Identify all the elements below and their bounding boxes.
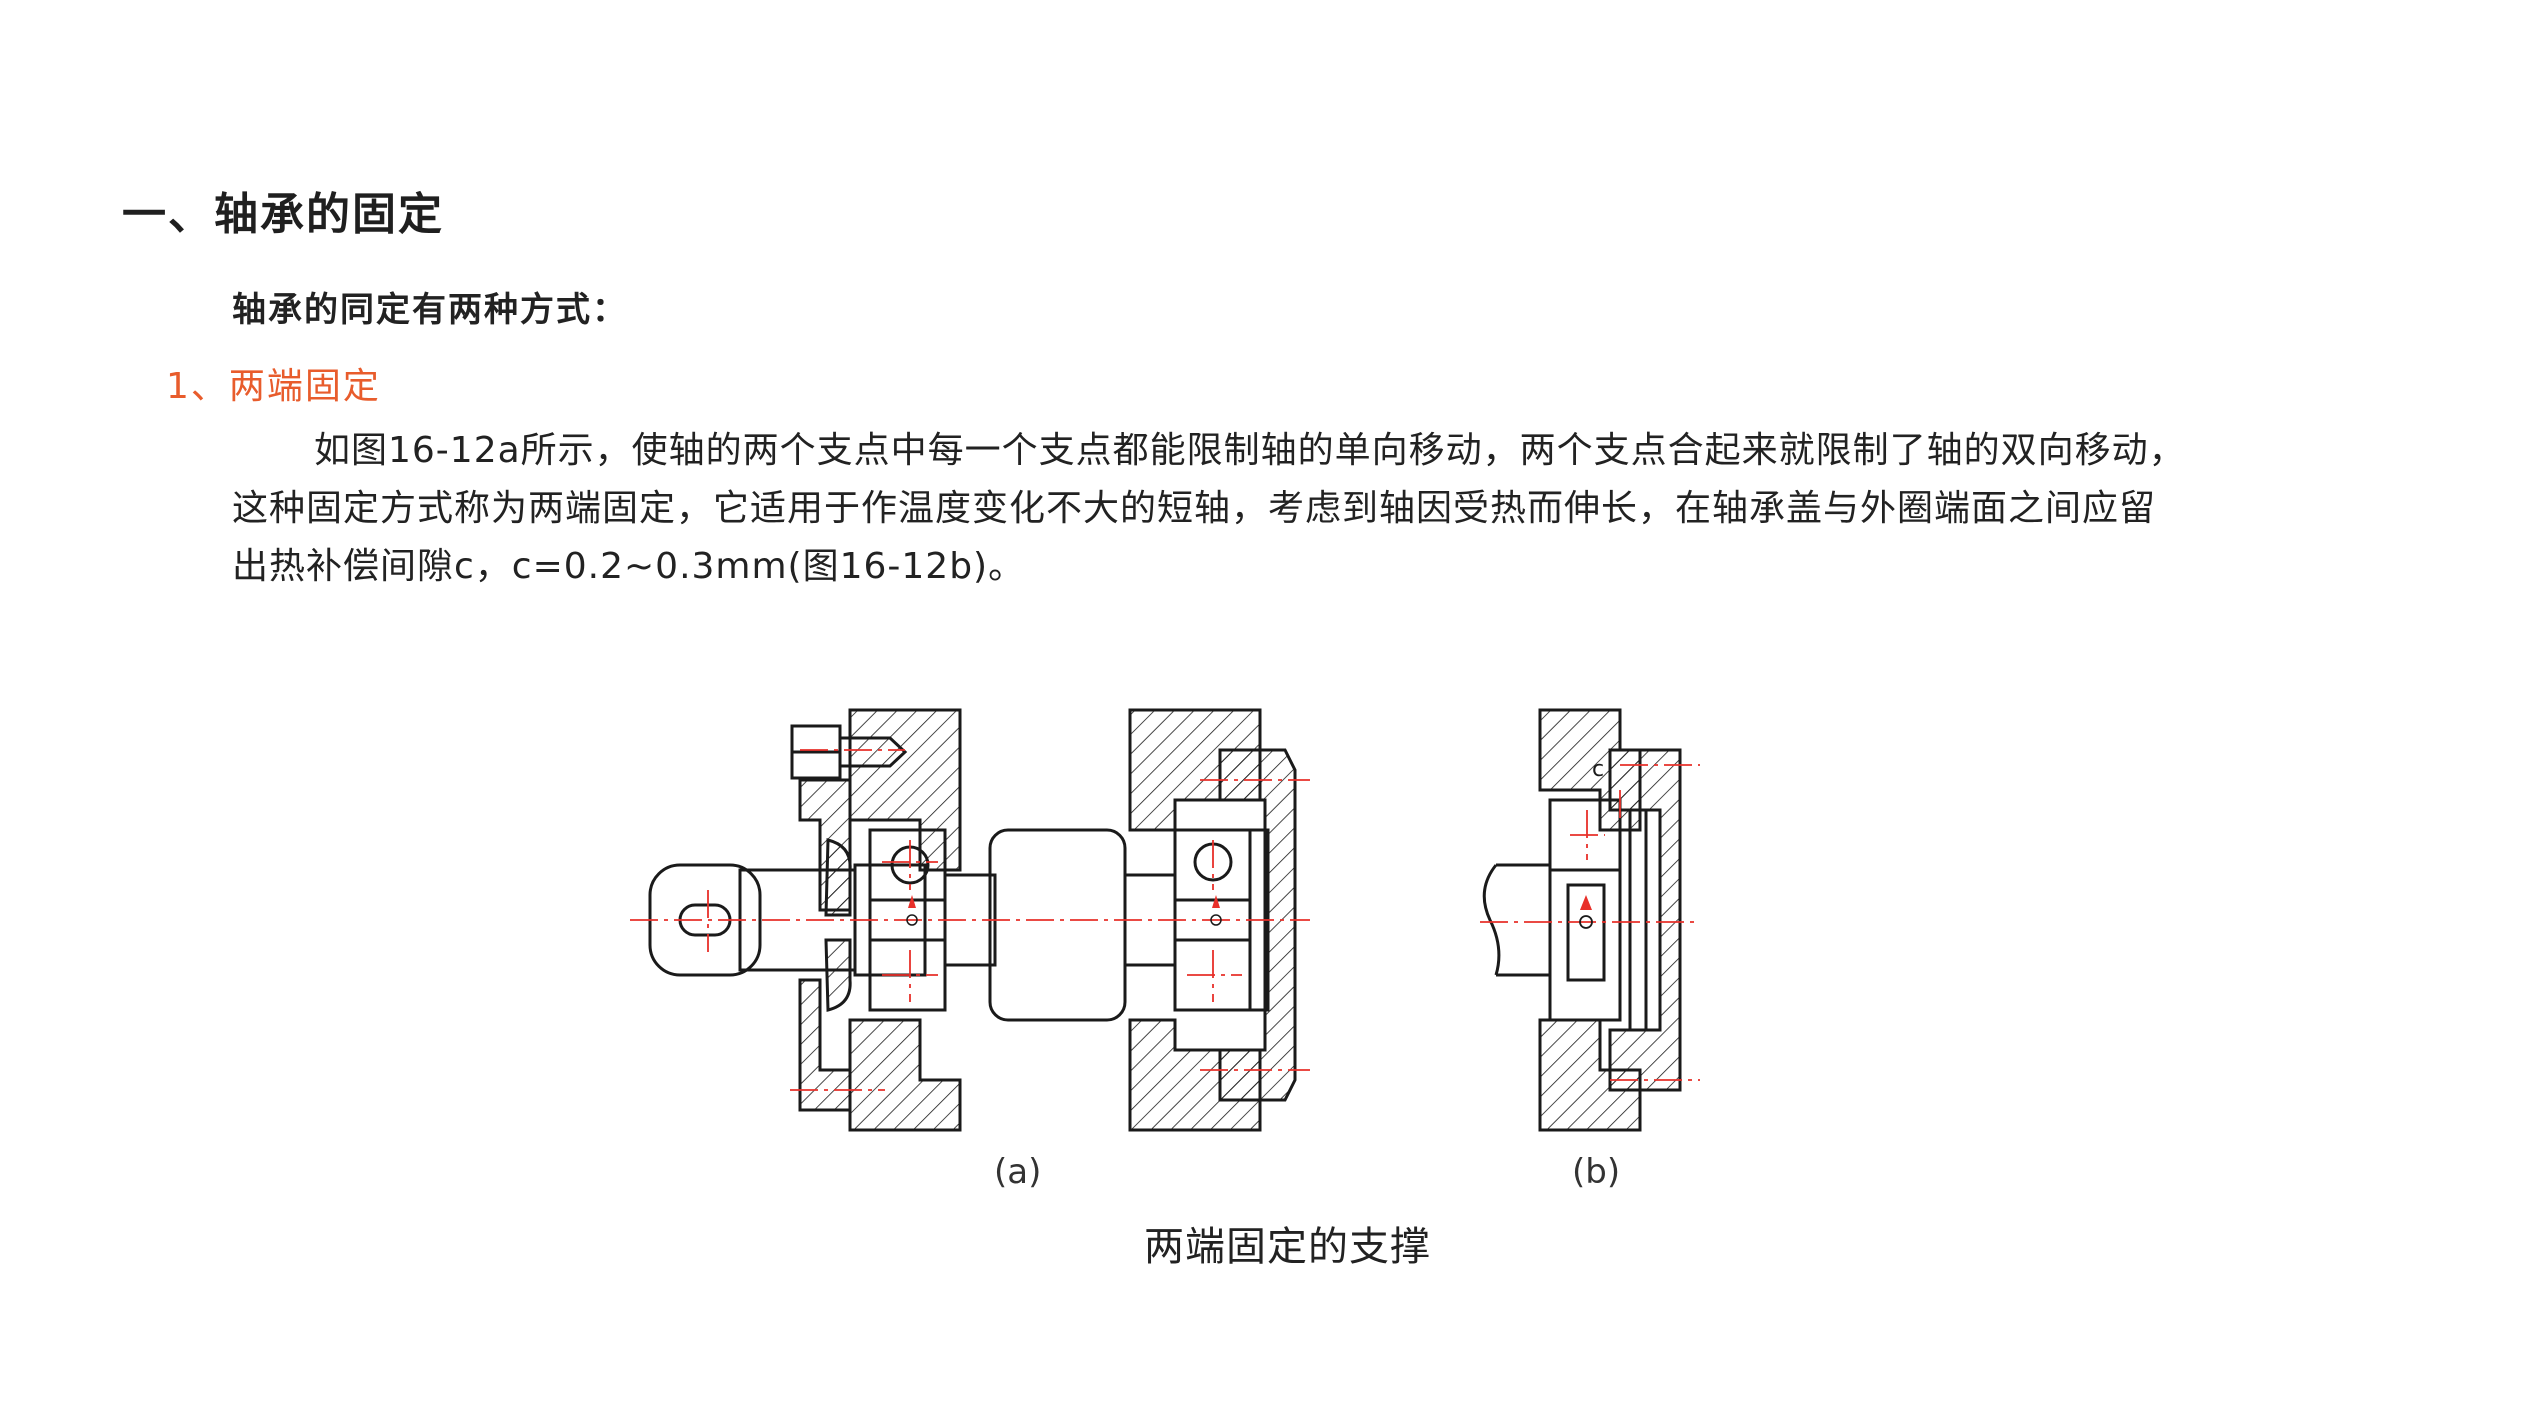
drawing-b: [1482, 708, 1682, 1132]
bearing-drawing: c: [620, 690, 1740, 1140]
gap-label-c: c: [1592, 757, 1604, 782]
paragraph-line-2: 这种固定方式称为两端固定，它适用于作温度变化不大的短轴，考虑到轴因受热而伸长，在…: [232, 488, 2157, 529]
figure-label-a: (a): [994, 1152, 1042, 1192]
centerlines-a: [630, 749, 1310, 1091]
figure-label-b: (b): [1572, 1152, 1621, 1192]
figure-caption: 两端固定的支撑: [1144, 1224, 1431, 1270]
load-markers-b: [1579, 895, 1593, 929]
section-heading: 一、轴承的固定: [122, 189, 444, 240]
paragraph-line-3: 出热补偿间隙c，c=0.2~0.3mm(图16-12b)。: [232, 546, 1026, 587]
centerlines-b: [1480, 764, 1700, 1081]
paragraph-line-1: 如图16-12a所示，使轴的两个支点中每一个支点都能限制轴的单向移动，两个支点合…: [314, 430, 2186, 471]
body-paragraph: 如图16-12a所示，使轴的两个支点中每一个支点都能限制轴的单向移动，两个支点合…: [232, 422, 2412, 596]
subsection-heading: 1、两端固定: [166, 366, 381, 407]
intro-text: 轴承的同定有两种方式：: [232, 290, 628, 330]
load-markers-a: [906, 895, 1222, 926]
